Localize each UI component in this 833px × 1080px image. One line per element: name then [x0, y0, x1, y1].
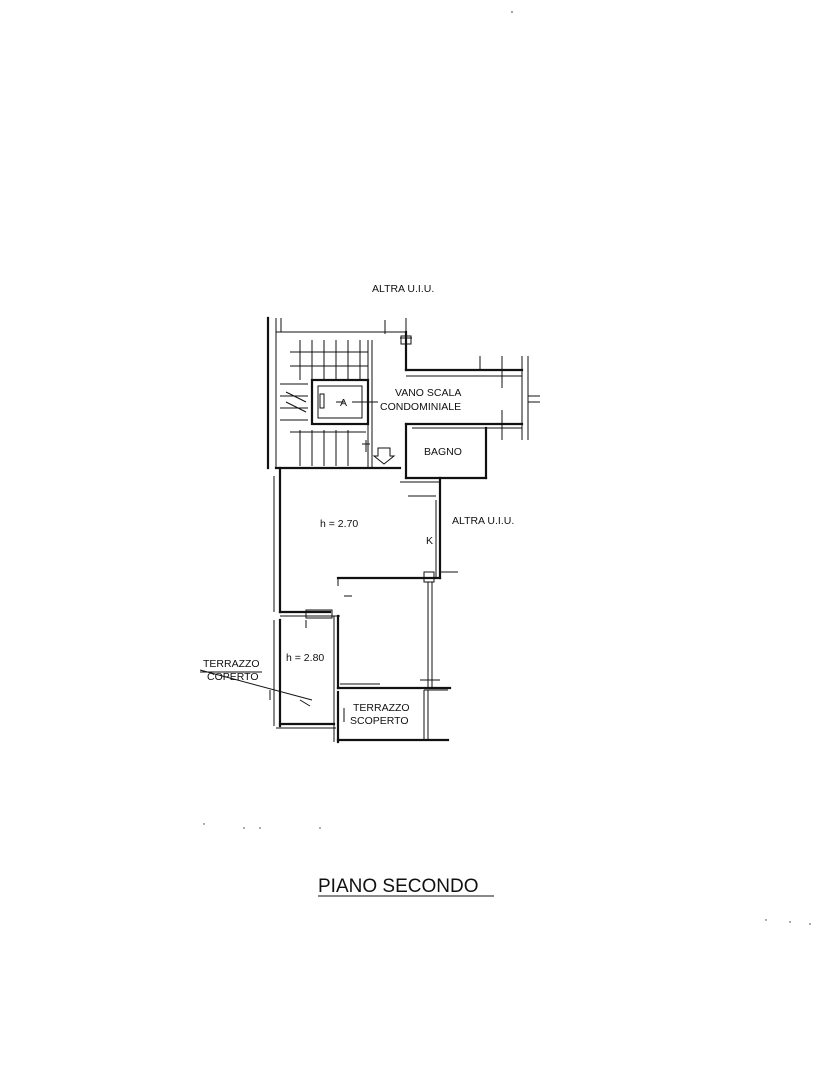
page-title: PIANO SECONDO [318, 876, 478, 897]
stair-core [266, 316, 407, 470]
leader-line-coperto [199, 669, 313, 701]
label-height-terrace: h = 2.80 [286, 652, 324, 664]
label-altra-uiu-right: ALTRA U.I.U. [452, 515, 514, 527]
label-terrazzo-coperto-1: TERRAZZO [203, 658, 260, 670]
vano-scala-walls [400, 330, 540, 480]
main-room [273, 466, 458, 617]
label-altra-uiu-top: ALTRA U.I.U. [372, 283, 434, 295]
label-bagno: BAGNO [424, 446, 462, 458]
lower-room [333, 582, 452, 690]
entrance-arrow-icon [362, 440, 396, 465]
bagno-room [400, 426, 488, 497]
terrazzo-scoperto-area [333, 689, 450, 744]
lift-box [310, 378, 378, 426]
label-height-main: h = 2.70 [320, 518, 358, 530]
label-vano-scala: VANO SCALA [395, 387, 461, 399]
terrazzo-coperto-area [269, 609, 336, 729]
lift-label: A [340, 397, 347, 409]
label-condominiale: CONDOMINIALE [380, 401, 461, 413]
scan-specks [203, 11, 811, 925]
label-terrazzo-scoperto-1: TERRAZZO [353, 702, 410, 714]
label-terrazzo-scoperto-2: SCOPERTO [350, 715, 409, 727]
label-terrazzo-coperto-2: COPERTO [207, 671, 259, 683]
label-kitchen: K [426, 535, 433, 547]
